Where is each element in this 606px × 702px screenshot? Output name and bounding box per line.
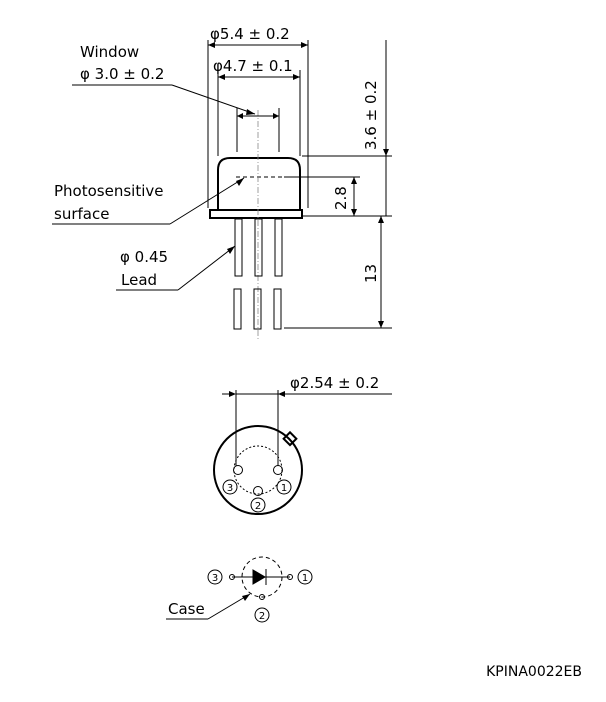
index-tab: [282, 430, 298, 447]
schematic-pin3: 3: [212, 573, 218, 584]
cap-outline: [217, 157, 301, 210]
lead-left-lower: [233, 288, 242, 330]
window-label: Window: [80, 43, 139, 61]
lead-dia-label: φ 0.45: [120, 248, 168, 266]
case-label: Case: [168, 600, 205, 618]
lead-right-lower: [273, 288, 282, 330]
schematic: 3 1 2 Case: [166, 556, 313, 623]
photosensitive-label-2: surface: [54, 205, 109, 223]
pin-hole-right: [273, 465, 283, 475]
document-code: KPINA0022EB: [486, 664, 582, 680]
side-view: φ5.4 ± 0.2 φ4.7 ± 0.1 Window φ 3.0 ± 0.2…: [52, 25, 392, 340]
surface-dim-label: 2.8: [332, 186, 350, 210]
diode-symbol: [252, 569, 266, 585]
bottom-pin2: 2: [255, 501, 261, 512]
pin-hole-bottom: [253, 486, 263, 496]
inner-dia-label: φ4.7 ± 0.1: [213, 57, 293, 75]
lead-left: [234, 218, 243, 277]
schematic-pin2: 2: [259, 611, 265, 622]
header-outline: [213, 425, 303, 515]
bottom-pin3: 3: [227, 483, 233, 494]
flange: [209, 209, 303, 219]
pin-hole-left: [233, 465, 243, 475]
schematic-pin1: 1: [302, 573, 308, 584]
lead-right: [274, 218, 283, 277]
bottom-view: φ2.54 ± 0.2 3 1 2: [213, 374, 392, 515]
window-dia-label: φ 3.0 ± 0.2: [80, 65, 164, 83]
lead-label: Lead: [121, 271, 157, 289]
outer-dia-label: φ5.4 ± 0.2: [210, 25, 290, 43]
height-dim-label: 3.6 ± 0.2: [362, 80, 380, 150]
bottom-pin1: 1: [281, 483, 287, 494]
pin-spacing-label: φ2.54 ± 0.2: [290, 374, 379, 392]
lead-center-lower: [253, 288, 262, 330]
lead-center: [254, 218, 263, 277]
photosensitive-label-1: Photosensitive: [54, 182, 163, 200]
lead-len-label: 13: [362, 264, 380, 283]
